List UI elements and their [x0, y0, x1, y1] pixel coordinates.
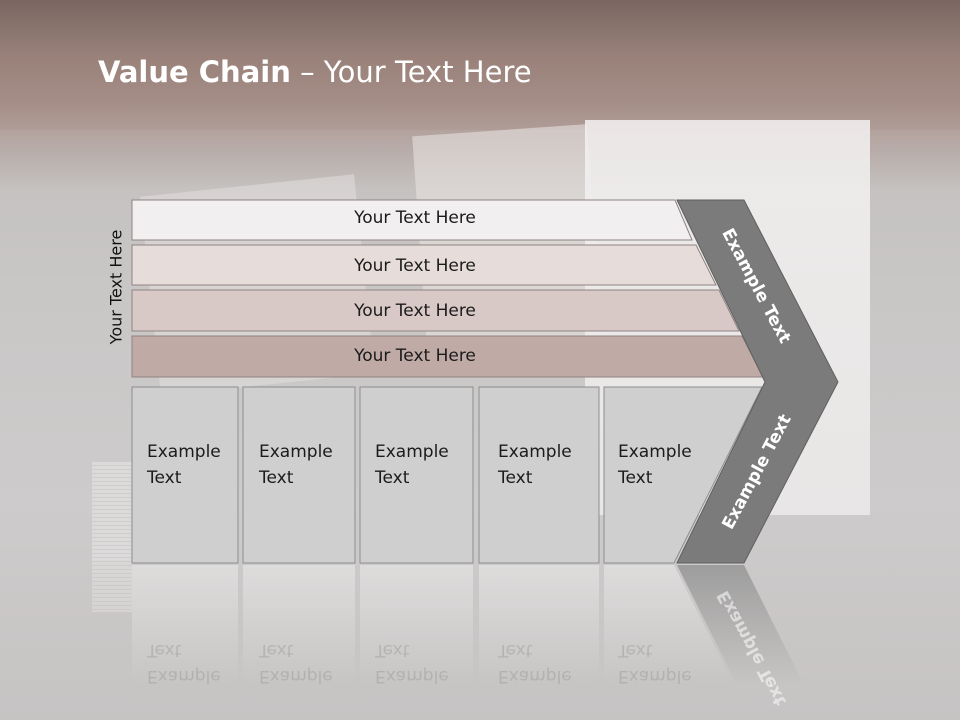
reflection-line: Example	[147, 666, 221, 686]
activity-label-1: Example Text	[147, 439, 221, 491]
chevron-reflection	[677, 565, 804, 685]
activity-label-5: Example Text	[618, 439, 692, 491]
reflection-line: Example	[375, 666, 449, 686]
reflection-line: Text	[618, 640, 653, 660]
activity-label-line: Example	[147, 442, 221, 462]
band-shape-1[interactable]	[131, 199, 693, 241]
header-band	[0, 0, 960, 130]
box-reflection	[360, 565, 473, 685]
title-bold: Value Chain	[98, 55, 291, 89]
activity-label-line: Example	[375, 442, 449, 462]
activity-box-4[interactable]	[478, 386, 600, 564]
margin-chevron[interactable]	[676, 199, 839, 564]
band-shape-2[interactable]	[131, 244, 717, 286]
band-label-3: Your Text Here	[354, 301, 476, 321]
activity-label-line: Example	[618, 442, 692, 462]
box-reflection	[479, 565, 599, 685]
activity-box-2[interactable]	[242, 386, 356, 564]
reflection-line: Text	[375, 640, 410, 660]
activity-box-3[interactable]	[359, 386, 474, 564]
band-label-4: Your Text Here	[354, 346, 476, 366]
activity-label-line: Example	[259, 442, 333, 462]
band-label-2: Your Text Here	[354, 256, 476, 276]
activity-label-reflection: Example Text	[147, 637, 221, 689]
activity-label-reflection: Example Text	[375, 637, 449, 689]
slide-title[interactable]: Value Chain – Your Text Here	[98, 55, 532, 89]
reflection-line: Text	[498, 640, 533, 660]
reflection-line: Example	[498, 666, 572, 686]
reflection-line: Text	[259, 640, 294, 660]
box-reflection	[132, 565, 238, 685]
activity-label-reflection: Example Text	[498, 637, 572, 689]
activity-label-line: Text	[618, 468, 653, 488]
activity-label-line: Text	[498, 468, 533, 488]
reflection-line: Text	[147, 640, 182, 660]
reflection-line: Example	[618, 666, 692, 686]
activity-label-reflection: Example Text	[618, 637, 692, 689]
activity-label-3: Example Text	[375, 439, 449, 491]
activity-label-line: Text	[259, 468, 294, 488]
activity-label-line: Text	[147, 468, 182, 488]
activity-label-4: Example Text	[498, 439, 572, 491]
box-reflection	[243, 565, 355, 685]
band-label-1: Your Text Here	[354, 208, 476, 228]
activity-label-reflection: Example Text	[259, 637, 333, 689]
band-shape-3[interactable]	[131, 289, 740, 332]
box-reflection	[604, 565, 734, 685]
activity-label-line: Text	[375, 468, 410, 488]
activity-box-1[interactable]	[131, 386, 239, 564]
activity-label-2: Example Text	[259, 439, 333, 491]
reflection-line: Example	[259, 666, 333, 686]
activity-box-5[interactable]	[603, 386, 763, 564]
activity-label-line: Example	[498, 442, 572, 462]
title-rest: – Your Text Here	[290, 55, 532, 89]
